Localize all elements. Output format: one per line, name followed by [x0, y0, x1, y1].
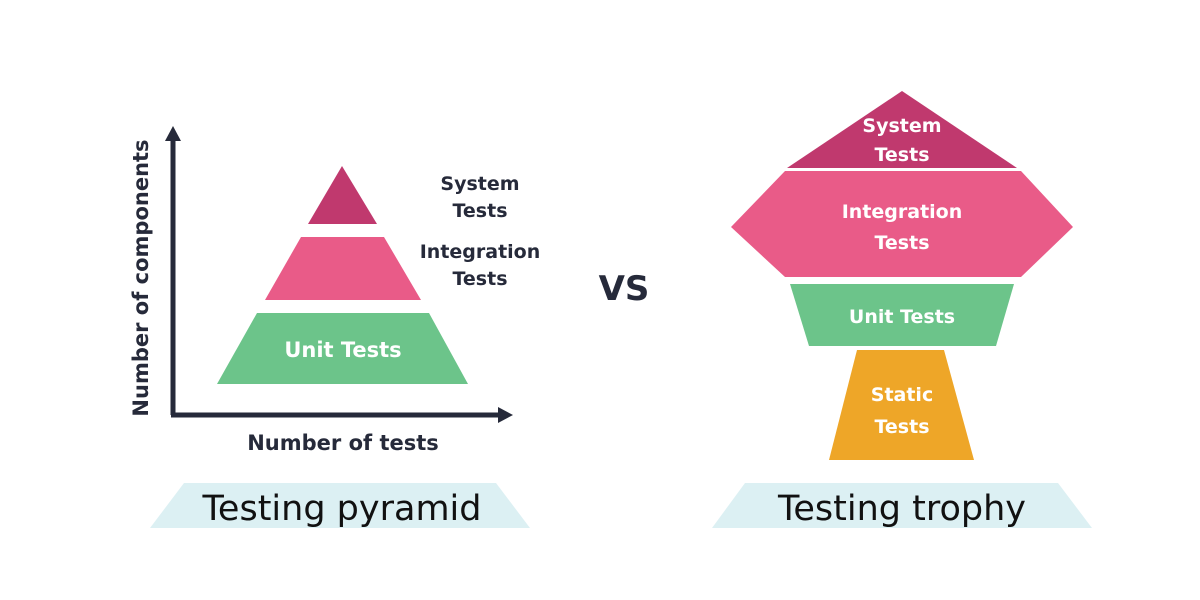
pyramid-integration-tier: [265, 237, 421, 300]
trophy-unit-label: Unit Tests: [849, 306, 955, 328]
pyramid-unit-tier: [217, 313, 468, 384]
pyramid-axes: [165, 126, 513, 423]
trophy-system-label-line1: System: [862, 115, 941, 137]
y-axis-label: Number of components: [129, 139, 153, 416]
y-axis-arrowhead: [165, 126, 181, 141]
versus-label: VS: [599, 269, 650, 309]
trophy-static-label-line2: Tests: [874, 416, 929, 438]
trophy-system-tier: [787, 91, 1017, 168]
pyramid-integration-label-line2: Tests: [452, 268, 507, 290]
trophy-integration-label-line2: Tests: [874, 232, 929, 254]
pyramid-system-label-line1: System: [440, 173, 519, 195]
trophy-static-label-line1: Static: [871, 384, 933, 406]
trophy-caption: Testing trophy: [777, 489, 1026, 529]
trophy-system-label-line2: Tests: [874, 144, 929, 166]
pyramid-unit-label: Unit Tests: [284, 338, 401, 362]
trophy-static-tier: [829, 350, 974, 460]
testing-pyramid: Number of components Number of tests Uni…: [129, 126, 540, 529]
pyramid-caption-background: [150, 483, 530, 528]
x-axis-arrowhead: [498, 407, 513, 423]
trophy-integration-tier: [731, 171, 1073, 277]
x-axis-label: Number of tests: [247, 431, 439, 455]
pyramid-caption: Testing pyramid: [202, 489, 482, 529]
trophy-integration-label-line1: Integration: [842, 201, 963, 223]
testing-trophy: System Tests Integration Tests Unit Test…: [712, 91, 1092, 529]
trophy-caption-background: [712, 483, 1092, 528]
pyramid-system-tier: [308, 166, 377, 224]
trophy-unit-tier: [790, 284, 1014, 346]
pyramid-integration-label-line1: Integration: [420, 241, 541, 263]
pyramid-system-label-line2: Tests: [452, 200, 507, 222]
